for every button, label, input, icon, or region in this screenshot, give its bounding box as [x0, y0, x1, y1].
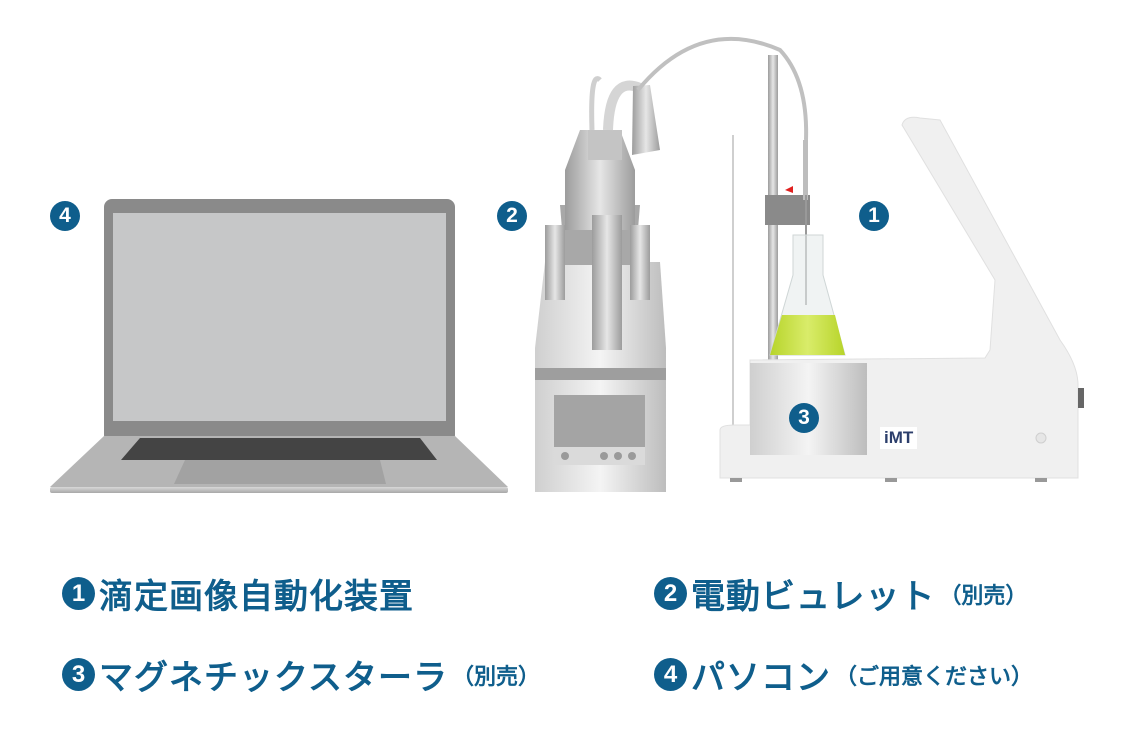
equipment-scene-graphic	[50, 36, 1084, 493]
titration-device-graphic	[719, 116, 1084, 482]
caption-3-title: マグネチックスターラ	[99, 658, 448, 698]
caption-electric-burette: 2 電動ビュレット （別売）	[654, 569, 1027, 618]
marker-1-badge: 1	[859, 201, 889, 231]
electric-burette-graphic	[535, 36, 809, 492]
caption-3-note: （別売）	[451, 664, 540, 690]
erlenmeyer-flask-graphic	[769, 234, 846, 356]
marker-2-badge: 2	[497, 201, 527, 231]
caption-2-badge: 2	[654, 577, 687, 610]
caption-titration-device: 1 滴定画像自動化装置	[62, 569, 418, 618]
caption-3-badge: 3	[62, 658, 95, 691]
device-logo: iMT	[880, 427, 918, 449]
caption-4-note: （ご用意ください）	[835, 664, 1034, 690]
caption-1-badge: 1	[62, 577, 95, 610]
caption-1-title: 滴定画像自動化装置	[99, 577, 414, 617]
marker-3-badge: 3	[789, 403, 819, 433]
marker-4-badge: 4	[50, 201, 80, 231]
caption-magnetic-stirrer: 3 マグネチックスターラ （別売）	[62, 650, 540, 699]
laptop-graphic	[50, 199, 508, 493]
equipment-illustration: 4 2 1 3 iMT	[50, 36, 1084, 493]
caption-4-badge: 4	[654, 658, 687, 691]
caption-2-note: （別売）	[939, 583, 1028, 609]
caption-4-title: パソコン	[691, 658, 831, 698]
caption-pc: 4 パソコン （ご用意ください）	[654, 650, 1033, 699]
caption-2-title: 電動ビュレット	[691, 577, 936, 617]
